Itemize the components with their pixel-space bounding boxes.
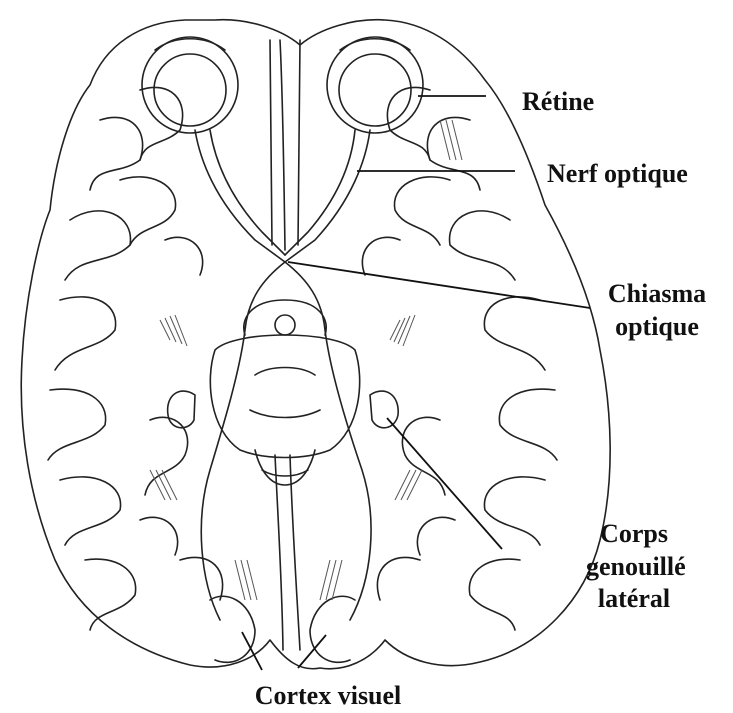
lateral-geniculate-body xyxy=(370,391,398,428)
corps-genouille-label: Corps genouillé latéral xyxy=(586,518,682,616)
cortex-visuel-label: Cortex visuel xyxy=(218,680,438,713)
cortex-leader-right xyxy=(298,635,326,668)
corps-label-line-2: genouillé xyxy=(586,551,682,584)
left-eye xyxy=(142,37,238,133)
chiasma-leader xyxy=(288,262,590,308)
chiasma-label-line-2: optique xyxy=(592,311,722,344)
corps-leader xyxy=(387,418,502,549)
corps-label-line-3: latéral xyxy=(586,583,682,616)
retine-label: Rétine xyxy=(522,86,594,119)
interhemispheric-fissure xyxy=(280,40,285,250)
chiasma-optique-label: Chiasma optique xyxy=(592,278,722,343)
brainstem xyxy=(244,300,326,335)
chiasma-label-line-1: Chiasma xyxy=(592,278,722,311)
right-eye xyxy=(327,37,423,133)
nerf-optique-label: Nerf optique xyxy=(547,158,688,191)
corps-label-line-1: Corps xyxy=(586,518,682,551)
